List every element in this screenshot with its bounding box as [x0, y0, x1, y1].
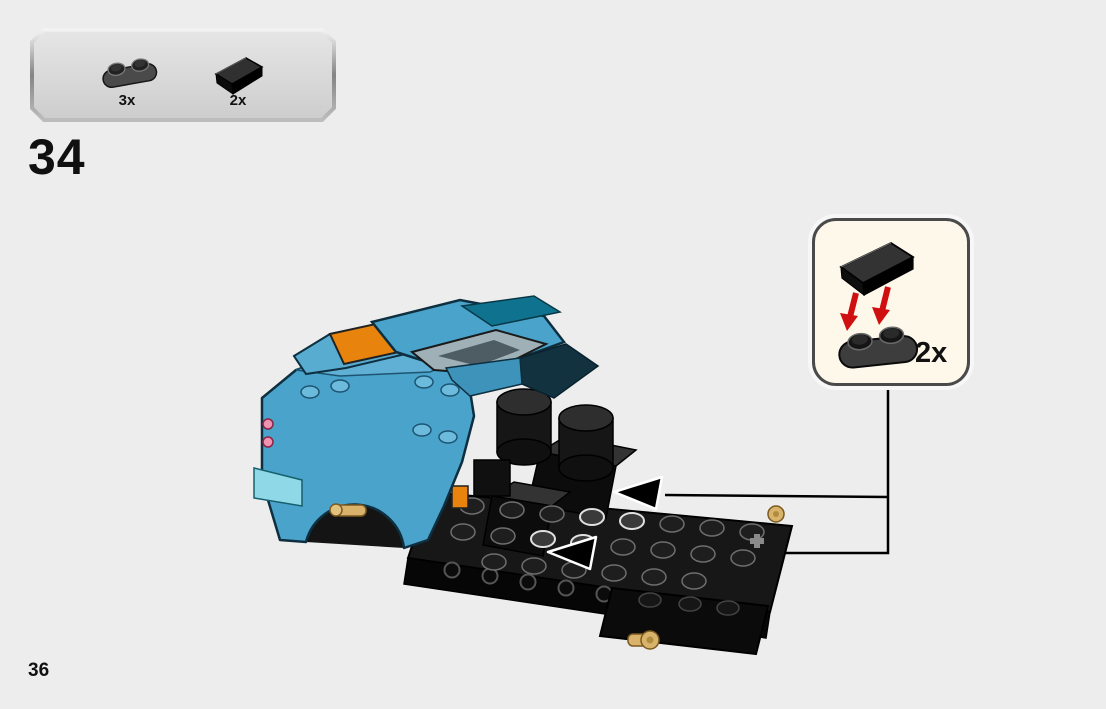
- tail-lights-icon: [262, 418, 274, 448]
- body-studs: [300, 375, 460, 444]
- plate-1x2-rounded-dark-gray-icon: [102, 58, 158, 88]
- callout-count: 2x: [915, 337, 948, 369]
- red-placement-arrows-icon: [840, 286, 891, 331]
- part-count-plate: 3x: [118, 92, 136, 109]
- car-body: [253, 295, 600, 550]
- tan-pin-left-icon: [329, 503, 367, 517]
- teal-roof-band: [459, 295, 563, 327]
- callout-graphic: [838, 241, 919, 369]
- parts-box-frame: [30, 28, 336, 122]
- substep-callout-box: 2x: [812, 218, 970, 386]
- chassis-studs: [450, 497, 765, 590]
- placement-arrows: [546, 475, 664, 571]
- slope-1x2-black-icon: [214, 57, 264, 96]
- roll-structure: [451, 388, 614, 509]
- slope-1x2-black-icon: [839, 241, 915, 297]
- rear-lower-brick: [598, 586, 770, 656]
- car-body-side: [260, 350, 476, 550]
- page-number: 36: [28, 660, 50, 681]
- tan-pin-right-icon: [767, 505, 785, 523]
- parts-box-graphic: [30, 28, 336, 122]
- axle-plus-hole: [750, 534, 764, 548]
- azure-lower-trim: [253, 467, 303, 507]
- plate-1x2-with-studs-icon: [838, 326, 919, 369]
- parts-callout-box: 3x 2x: [30, 28, 336, 122]
- placement-arrow-upper-icon: [612, 475, 664, 511]
- placement-arrow-lower-icon: [546, 535, 598, 571]
- chassis-assembly: [403, 435, 794, 656]
- part-count-slope: 2x: [229, 92, 247, 109]
- step-number: 34: [28, 129, 86, 185]
